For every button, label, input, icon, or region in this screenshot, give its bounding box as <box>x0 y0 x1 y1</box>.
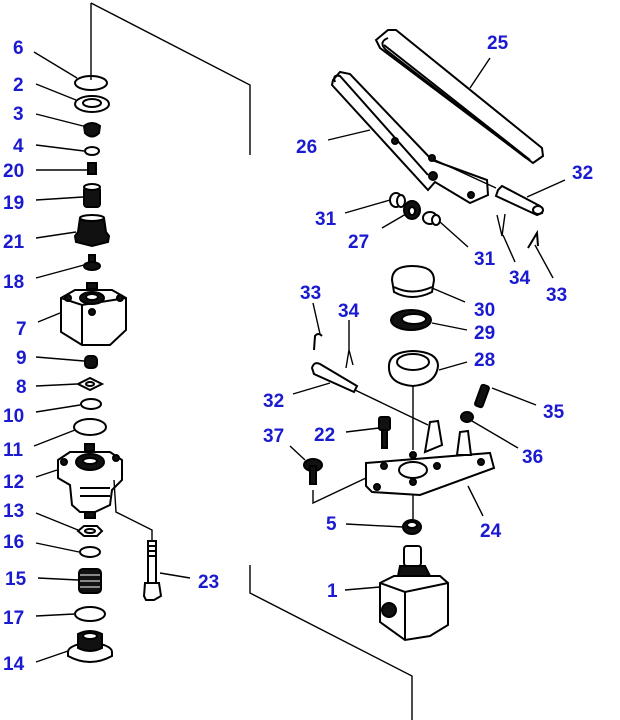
part-cap <box>390 264 436 298</box>
callout-7: 7 <box>16 319 27 340</box>
part-nut-bottom <box>402 519 422 535</box>
part-pin-right <box>494 184 544 217</box>
callout-34-right: 34 <box>509 268 531 289</box>
callout-19: 19 <box>3 193 24 214</box>
part-lower-body <box>57 443 123 519</box>
callout-11: 11 <box>3 440 24 461</box>
callout-13: 13 <box>3 501 24 522</box>
callout-32-left: 32 <box>263 391 284 412</box>
callout-14: 14 <box>3 654 25 675</box>
part-pedal-arm <box>330 70 497 205</box>
callout-20: 20 <box>3 161 24 182</box>
callout-31-right: 31 <box>474 249 496 270</box>
part-clip-left <box>312 302 323 351</box>
callout-28: 28 <box>474 350 495 371</box>
callout-24: 24 <box>480 521 502 542</box>
callout-37: 37 <box>263 426 284 447</box>
callout-2: 2 <box>13 75 24 96</box>
callout-35: 35 <box>543 402 565 423</box>
part-bolt-center <box>378 416 391 449</box>
callout-6: 6 <box>13 38 24 59</box>
part-pin-left <box>310 362 429 426</box>
callout-17: 17 <box>3 608 24 629</box>
callout-5: 5 <box>326 514 337 535</box>
part-valve-body <box>379 545 449 642</box>
part-pin <box>87 162 97 175</box>
part-spring-lower <box>78 568 102 594</box>
callout-33-right: 33 <box>546 285 567 306</box>
part-boot <box>387 349 440 450</box>
part-pedal-pad <box>374 29 545 165</box>
callout-9: 9 <box>16 348 27 369</box>
part-snap-ring <box>84 146 100 156</box>
part-o-ring-top <box>74 75 108 91</box>
part-o-ring-mid <box>73 418 107 436</box>
callout-1: 1 <box>327 581 338 602</box>
part-mount-plate <box>365 419 496 519</box>
part-roller-right <box>422 211 441 226</box>
callout-4: 4 <box>13 136 24 157</box>
part-nut-right <box>460 411 474 423</box>
callout-30: 30 <box>474 300 495 321</box>
callout-labels: 6 2 3 4 20 19 21 18 7 9 8 10 11 12 13 16… <box>3 33 593 675</box>
callout-3: 3 <box>13 104 24 125</box>
callout-29: 29 <box>474 323 495 344</box>
callout-26: 26 <box>296 137 317 158</box>
callout-33-left: 33 <box>300 283 321 304</box>
part-cap-base <box>67 630 113 663</box>
callout-22: 22 <box>314 425 335 446</box>
callout-16: 16 <box>3 532 24 553</box>
part-clip-right <box>527 229 539 249</box>
part-seal <box>390 309 432 331</box>
part-washer <box>75 376 105 392</box>
part-spring-seat <box>84 355 98 369</box>
part-cotter-pin-left <box>345 320 354 369</box>
part-upper-body <box>60 282 127 346</box>
part-spring-large <box>73 214 111 248</box>
part-bushing <box>82 122 102 138</box>
part-plunger <box>83 254 101 271</box>
callout-32-right: 32 <box>572 163 593 184</box>
callout-15: 15 <box>5 569 27 590</box>
leader-lines <box>33 51 566 663</box>
callout-8: 8 <box>16 377 27 398</box>
part-roller-center <box>403 200 421 220</box>
callout-31-left: 31 <box>315 209 337 230</box>
callout-21: 21 <box>3 232 25 253</box>
part-roller-left <box>389 192 406 208</box>
part-spring-small <box>83 183 101 208</box>
part-retaining-ring <box>79 546 101 558</box>
callout-10: 10 <box>3 406 24 427</box>
assembly-frame-lines <box>90 2 413 720</box>
callout-18: 18 <box>3 272 24 293</box>
part-through-bolt <box>113 479 163 601</box>
callout-34-left: 34 <box>338 301 360 322</box>
part-o-ring-lower <box>74 606 106 622</box>
part-seal-ring <box>74 95 110 113</box>
part-cotter-pin-right <box>496 213 506 237</box>
part-bolt-right <box>474 383 490 409</box>
callout-23: 23 <box>198 572 219 593</box>
part-lock-washer <box>76 525 104 537</box>
part-bolt-left <box>303 458 367 505</box>
callout-27: 27 <box>348 232 369 253</box>
callout-25: 25 <box>487 33 509 54</box>
callout-12: 12 <box>3 472 24 493</box>
callout-36: 36 <box>522 447 543 468</box>
part-snap-ring-lower <box>80 398 102 410</box>
